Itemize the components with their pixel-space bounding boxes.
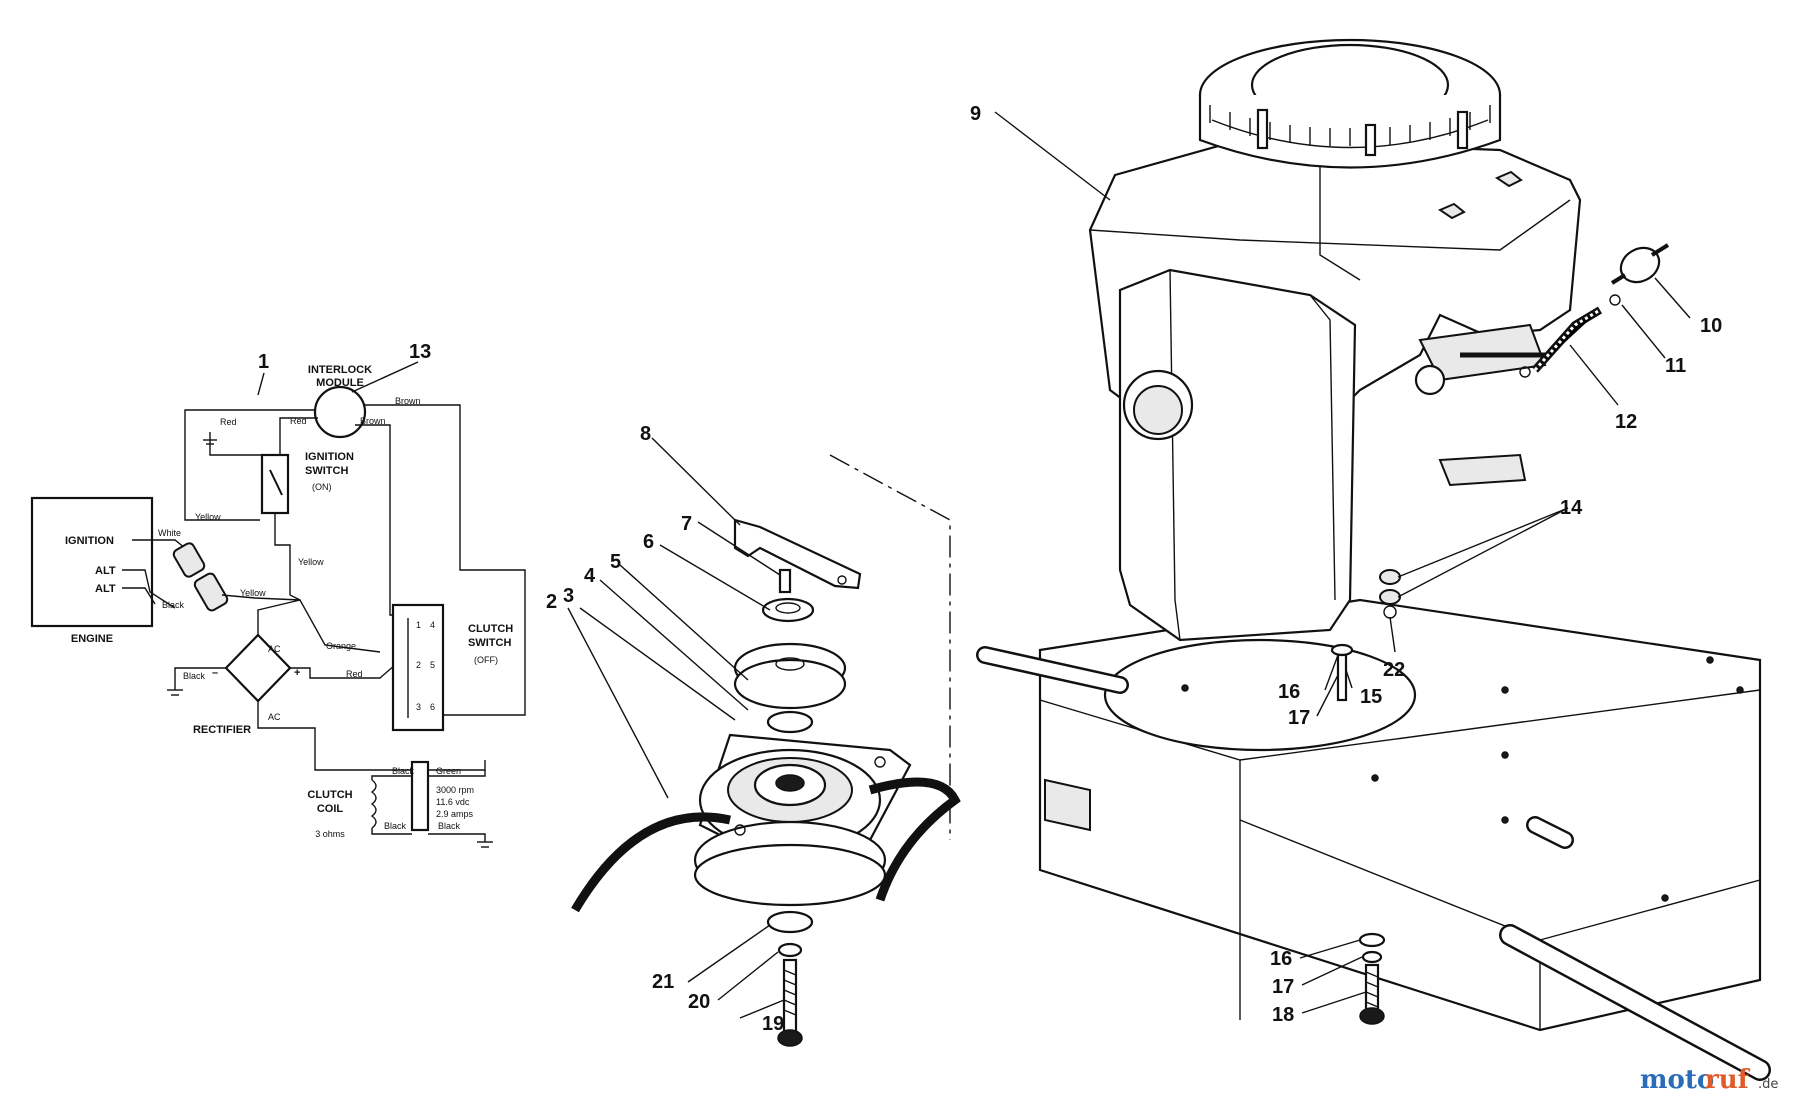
pin-3: 3 xyxy=(416,702,421,712)
engine-ignition-label: IGNITION xyxy=(65,535,114,547)
wire-brown-1: Brown xyxy=(395,396,421,406)
callout-5: 5 xyxy=(610,551,621,573)
callout-9: 9 xyxy=(970,103,981,125)
callout-3: 3 xyxy=(563,585,574,607)
watermark-part1: moto xyxy=(1640,1065,1714,1095)
coil-spec-rpm: 3000 rpm xyxy=(436,785,474,795)
rectifier-label: RECTIFIER xyxy=(193,724,251,736)
callout-4: 4 xyxy=(584,565,596,587)
callout-10: 10 xyxy=(1700,315,1722,337)
wire-red-2: Red xyxy=(290,416,307,426)
wire-orange: Orange xyxy=(326,641,356,651)
clutch-assembly xyxy=(571,518,961,1047)
callout-17a: 17 xyxy=(1288,707,1310,729)
ignition-switch-label-2: SWITCH xyxy=(305,465,348,477)
wiring-schematic: INTERLOCK MODULE Red Red Brown Brown IGN… xyxy=(30,364,526,848)
callout-20: 20 xyxy=(688,991,710,1013)
watermark-suffix: .de xyxy=(1758,1077,1778,1092)
engine-alt1-label: ALT xyxy=(95,565,116,577)
pin-5: 5 xyxy=(430,660,435,670)
callout-17b: 17 xyxy=(1272,976,1294,998)
watermark-part2: ruf xyxy=(1705,1065,1751,1095)
bracket-part xyxy=(733,518,862,590)
engine-alt2-label: ALT xyxy=(95,583,116,595)
ignition-switch-label-3: (ON) xyxy=(312,482,332,492)
callout-6: 6 xyxy=(643,531,654,553)
clutch-coil-label-3: 3 ohms xyxy=(315,829,345,839)
callout-15: 15 xyxy=(1360,686,1382,708)
callout-8: 8 xyxy=(640,423,651,445)
wire-yellow-2: Yellow xyxy=(298,557,324,567)
wire-black-1: Black xyxy=(162,600,185,610)
wire-red-1: Red xyxy=(220,417,237,427)
ignition-switch-label-1: IGNITION xyxy=(305,451,354,463)
leader-lines xyxy=(257,111,1691,1019)
callout-21: 21 xyxy=(652,971,674,993)
coil-black-1: Black xyxy=(392,766,415,776)
engine-label: ENGINE xyxy=(71,633,113,645)
callout-numbers: 1 2 3 4 5 6 7 8 9 10 11 12 13 14 15 16 1… xyxy=(258,103,1722,1035)
wire-black-2: Black xyxy=(183,671,206,681)
interlock-module-icon xyxy=(313,385,367,439)
watermark-logo: moto ruf .de xyxy=(1640,1065,1778,1095)
coil-black-3: Black xyxy=(438,821,461,831)
clutch-switch-label-1: CLUTCH xyxy=(468,623,513,635)
callout-19: 19 xyxy=(762,1013,784,1035)
pin-1: 1 xyxy=(416,620,421,630)
pin-6: 6 xyxy=(430,702,435,712)
rectifier-ac-2: AC xyxy=(268,712,281,722)
coil-green: Green xyxy=(436,766,461,776)
callout-22: 22 xyxy=(1383,659,1405,681)
wire-yellow-1: Yellow xyxy=(195,512,221,522)
interlock-label-2: MODULE xyxy=(316,377,364,389)
callout-14: 14 xyxy=(1560,497,1583,519)
callout-18: 18 xyxy=(1272,1004,1294,1026)
coil-spec-amps: 2.9 amps xyxy=(436,809,474,819)
rectifier-minus: – xyxy=(212,667,218,679)
interlock-label-1: INTERLOCK xyxy=(308,364,372,376)
clutch-coil-label-2: COIL xyxy=(317,803,344,815)
callout-1: 1 xyxy=(258,351,269,373)
clutch-coil-icon xyxy=(410,760,430,832)
clutch-switch-label-3: (OFF) xyxy=(474,655,498,665)
engine-assembly xyxy=(976,38,1771,1081)
ignition-switch-icon xyxy=(260,453,290,515)
callout-7: 7 xyxy=(681,513,692,535)
wire-brown-2: Brown xyxy=(360,416,386,426)
coil-spec-vdc: 11.6 vdc xyxy=(436,797,470,807)
wire-yellow-3: Yellow xyxy=(240,588,266,598)
wire-white: White xyxy=(158,528,181,538)
callout-11: 11 xyxy=(1665,355,1686,377)
clutch-switch-label-2: SWITCH xyxy=(468,637,511,649)
callout-13: 13 xyxy=(409,341,431,363)
pin-2: 2 xyxy=(416,660,421,670)
pin-4: 4 xyxy=(430,620,435,630)
clutch-coil-label-1: CLUTCH xyxy=(307,789,352,801)
callout-12: 12 xyxy=(1615,411,1637,433)
coil-black-2: Black xyxy=(384,821,407,831)
rectifier-plus: + xyxy=(294,667,300,679)
callout-2: 2 xyxy=(546,591,557,613)
clutch-switch-icon xyxy=(391,603,445,732)
rectifier-ac-1: AC xyxy=(268,644,281,654)
engine-box xyxy=(30,496,154,628)
callout-16b: 16 xyxy=(1270,948,1292,970)
wire-red-3: Red xyxy=(346,669,363,679)
callout-16a: 16 xyxy=(1278,681,1300,703)
